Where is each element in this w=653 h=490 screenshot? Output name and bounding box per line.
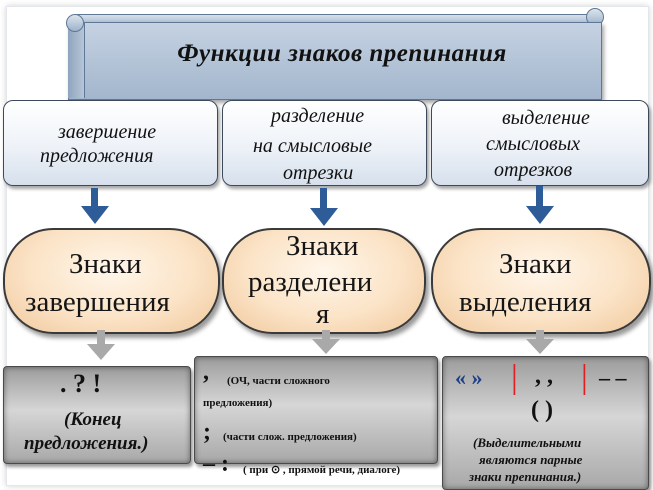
sign-group-separation: Знаки разделени я	[222, 228, 426, 334]
sign-group-line: Знаки	[286, 230, 359, 262]
sign-group-line: Знаки	[499, 248, 572, 280]
page-title: Функции знаков препинания	[177, 40, 507, 67]
sign-group-line: завершения	[25, 286, 170, 318]
function-line: на смысловые	[253, 135, 373, 157]
separation-note: (части слож. предложения)	[223, 431, 357, 443]
sign-group-selection: Знаки выделения	[431, 228, 651, 334]
separation-mark: ;	[203, 419, 211, 445]
selection-note-line: знаки препинания.)	[469, 469, 582, 484]
selection-marks-brackets: ( )	[531, 397, 553, 423]
function-line: разделение	[271, 105, 365, 127]
selection-divider: |	[511, 359, 518, 396]
completion-note-line: (Конец	[64, 409, 122, 430]
sign-group-completion: Знаки завершения	[3, 228, 220, 334]
down-arrow-icon	[87, 330, 115, 360]
down-arrow-icon	[526, 330, 554, 354]
function-line: смысловых	[486, 133, 581, 155]
down-arrow-icon	[310, 188, 338, 226]
down-arrow-icon	[312, 330, 340, 354]
separation-note: предложения)	[203, 397, 273, 409]
function-line: отрезки	[283, 162, 354, 184]
separation-mark: ,	[203, 359, 209, 385]
scroll-left-fold	[68, 22, 85, 98]
selection-divider: |	[581, 359, 588, 396]
function-line: отрезков	[494, 159, 573, 181]
separation-marks-box: , (ОЧ, части сложного предложения) ; (ча…	[194, 356, 438, 477]
selection-marks-dashes: – –	[599, 365, 627, 390]
function-box-separation: разделение на смысловые отрезки	[222, 100, 427, 186]
function-line: завершение	[58, 121, 157, 143]
scroll-curl-left	[66, 14, 84, 32]
selection-marks-quotes: « »	[455, 365, 483, 390]
function-box-completion: завершение предложения	[3, 100, 218, 186]
function-box-selection: выделение смысловых отрезков	[431, 100, 649, 186]
separation-mark: – :	[203, 451, 229, 477]
selection-marks-commas: , ,	[535, 363, 553, 389]
sign-group-line: Знаки	[69, 248, 142, 280]
sign-group-line: выделения	[459, 286, 592, 318]
title-scroll	[68, 22, 602, 100]
separation-note: (ОЧ, части сложного	[227, 375, 330, 387]
separation-note: ( при ⊙ , прямой речи, диалоге)	[243, 464, 401, 476]
function-line: выделение	[502, 107, 590, 129]
down-arrow-icon	[526, 186, 554, 224]
completion-marks: . ? !	[60, 369, 102, 398]
sign-group-line: я	[316, 298, 330, 330]
completion-marks-box: . ? ! (Конец предложения.)	[3, 366, 191, 464]
selection-note-line: являются парные	[479, 452, 583, 467]
selection-note-line: (Выделительными	[473, 435, 582, 450]
sign-group-line: разделени	[248, 266, 373, 298]
function-line: предложения	[40, 145, 154, 167]
selection-marks-box: « » | , , | – – ( ) (Выделительными явля…	[442, 356, 649, 490]
down-arrow-icon	[81, 188, 109, 224]
completion-note-line: предложения.)	[24, 433, 149, 454]
